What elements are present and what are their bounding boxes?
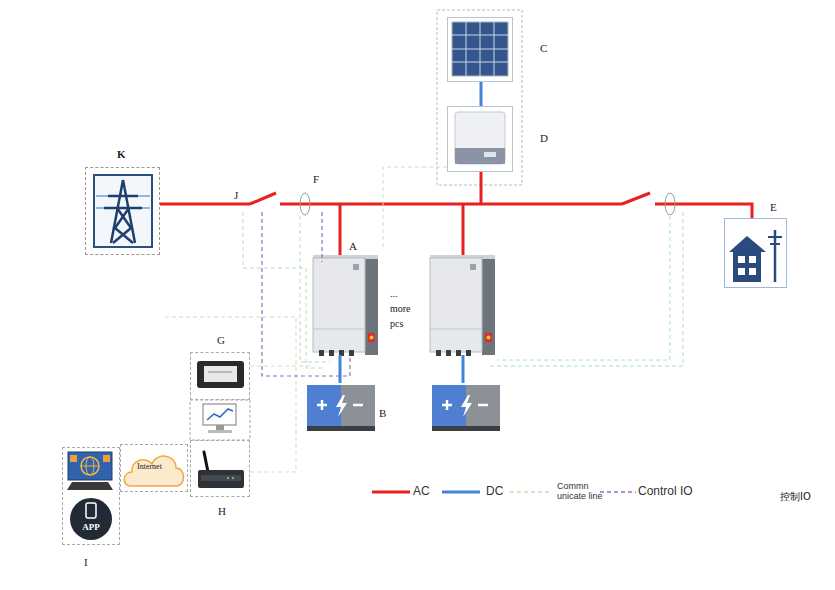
house-icon — [729, 230, 782, 282]
pv-group-frame — [437, 10, 522, 185]
callout-label: ... more pcs — [390, 286, 416, 331]
communication-line — [243, 212, 322, 368]
battery-box: B — [307, 383, 375, 431]
node-label: E — [770, 201, 777, 213]
legend-text: Commn unicate line — [557, 481, 607, 502]
grid-box: K — [85, 167, 160, 255]
legend-line — [510, 491, 552, 493]
dc-connector — [480, 82, 483, 106]
computer-icon — [67, 452, 113, 490]
node-label: D — [540, 132, 548, 144]
dc-wire — [462, 355, 465, 383]
router-icon — [198, 452, 244, 488]
pcs-inverter: A — [313, 255, 378, 355]
callout-label: J — [234, 189, 238, 202]
solar-panel-icon — [452, 22, 508, 76]
ac-wire — [160, 172, 752, 255]
phone-icon — [86, 503, 96, 518]
remote-client-box: IAPP — [62, 447, 120, 545]
legend-text: Control IO — [638, 485, 693, 499]
battery-symbol — [432, 385, 500, 431]
node-label: B — [379, 407, 386, 419]
current-transformer — [300, 193, 310, 215]
hmi-screen-icon — [197, 361, 244, 388]
load-box: E — [724, 218, 787, 288]
node-label: C — [540, 42, 547, 54]
legend-sample — [510, 482, 552, 502]
monitor-icon — [190, 400, 250, 440]
callout-label: 控制IO — [780, 491, 811, 503]
legend-text: AC — [413, 485, 430, 499]
router-box: H — [190, 440, 250, 497]
pcs-cabinet — [430, 255, 495, 356]
legend-line — [442, 491, 480, 494]
node-label: A — [349, 240, 357, 252]
circle-outline — [69, 497, 113, 541]
node-label: APP — [69, 523, 113, 533]
current-transformer — [665, 193, 675, 215]
legend-line — [372, 491, 410, 494]
pv-inverter-icon — [455, 112, 505, 164]
node-label: H — [218, 505, 226, 517]
battery-symbol — [307, 385, 375, 431]
dc-connector — [339, 355, 342, 383]
node-label: I — [84, 556, 88, 568]
hmi-box: G — [190, 352, 250, 400]
node-label: Internet — [137, 463, 162, 472]
legend-sample — [372, 482, 410, 502]
communication-line — [300, 212, 683, 366]
grid-tower-icon — [94, 175, 152, 247]
communication-line — [165, 167, 447, 472]
pv-inverter: D — [447, 106, 513, 172]
app-circle: APP — [69, 497, 113, 541]
pcs-cabinet — [313, 255, 378, 356]
cloud-icon — [124, 456, 183, 486]
legend-sample — [442, 482, 480, 502]
node-label: G — [217, 334, 225, 346]
legend-line — [600, 491, 636, 493]
circle-shape — [70, 498, 112, 540]
legend-text: DC — [486, 485, 503, 499]
control-io-line — [262, 212, 350, 376]
callout-label: F — [313, 173, 319, 186]
solar-panel: C — [447, 17, 513, 82]
internet-cloud: Internet — [120, 444, 188, 492]
legend-sample — [600, 482, 636, 502]
node-label: K — [117, 148, 126, 160]
